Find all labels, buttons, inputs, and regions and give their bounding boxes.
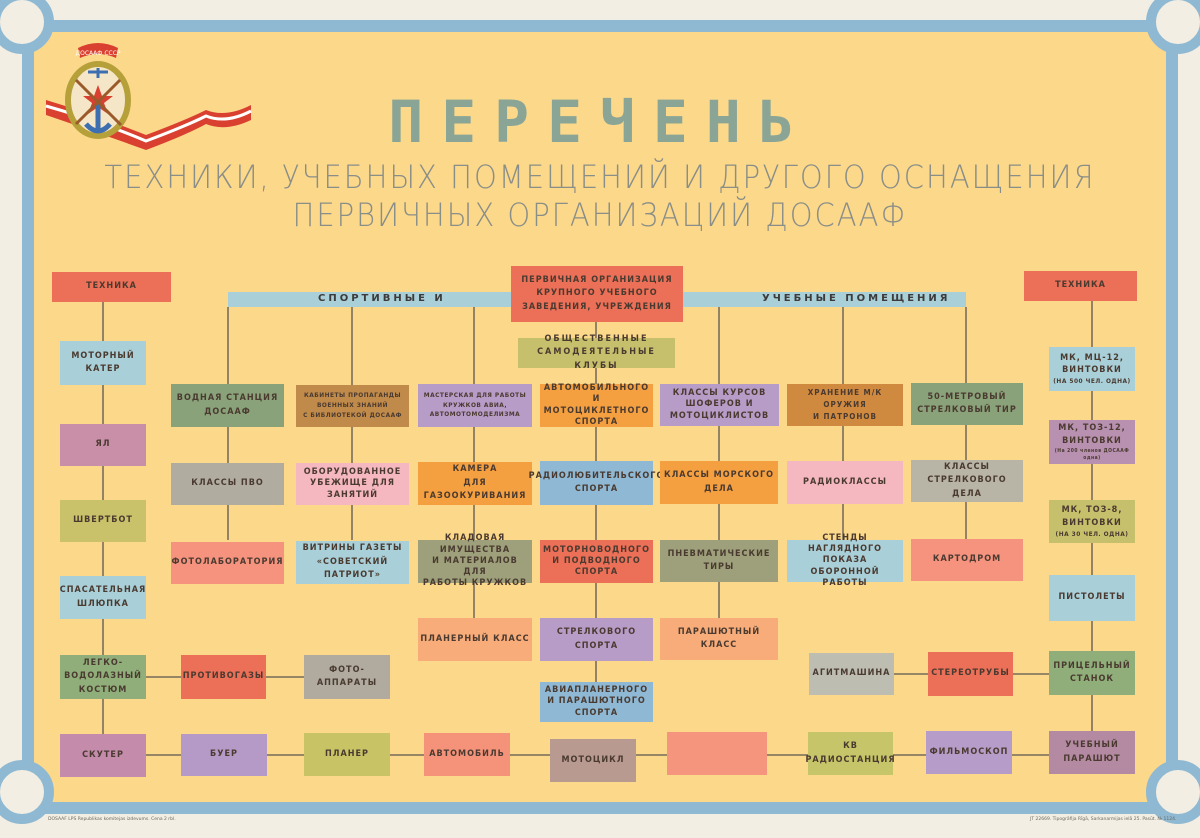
tech-item: СКУТЕР [60,734,146,777]
footer-publisher: DOSAAF LPS Republikas komitejas izdevums… [48,817,176,822]
facility-node: КЛАССЫ КУРСОВ ШОФЕРОВ И МОТОЦИКЛИСТОВ [660,384,779,426]
equipment-node: ФИЛЬМОСКОП [926,731,1012,774]
equipment-node: АВТОМОБИЛЬ [424,733,510,776]
tech-item: ПИСТОЛЕТЫ [1049,575,1135,621]
footer-printer: JT 22669. Tipogrāfija Rīgā, Sarkanarmija… [1030,817,1177,822]
facility-node: КАРТОДРОМ [911,539,1023,581]
facility-node: ВИТРИНЫ ГАЗЕТЫ «СОВЕТСКИЙ ПАТРИОТ» [296,541,409,584]
facility-node: КЛАССЫ МОРСКОГО ДЕЛА [660,461,778,504]
facility-node: 50-МЕТРОВЫЙ СТРЕЛКОВЫЙ ТИР [911,383,1023,425]
tech-item-label: МК, ТОЗ-12, ВИНТОВКИ [1058,423,1126,446]
tech-item: СПАСАТЕЛЬНАЯ ШЛЮПКА [60,576,146,619]
equipment-node: ПРОТИВОГАЗЫ [181,655,266,699]
facility-node: РАДИОКЛАССЫ [787,461,903,504]
tech-item: ПРИЦЕЛЬНЫЙ СТАНОК [1049,651,1135,695]
facility-node: ВОДНАЯ СТАНЦИЯ ДОСААФ [171,384,284,427]
tech-item: МК, МЦ-12, ВИНТОВКИ(НА 500 ЧЕЛ. ОДНА) [1049,347,1135,391]
category-bar-label-left: СПОРТИВНЫЕ И [318,293,446,304]
frame-corner [1146,0,1200,54]
tech-item-note: (НА 30 ЧЕЛ. ОДНА) [1055,529,1129,538]
frame-corner [1146,760,1200,824]
facility-node: РАДИОЛЮБИТЕЛЬСКОГО СПОРТА [529,461,663,505]
equipment-node-blank [667,732,767,775]
tech-item: МК, ТОЗ-12, ВИНТОВКИ(На 200 членов ДОСАА… [1049,420,1135,464]
facility-node: ПНЕВМАТИЧЕСКИЕ ТИРЫ [660,540,778,582]
equipment-node: АГИТМАШИНА [809,653,894,695]
tech-item-label: МК, МЦ-12, ВИНТОВКИ [1060,352,1124,376]
tech-item: ШВЕРТБОТ [60,500,146,542]
tech-item: МОТОРНЫЙ КАТЕР [60,341,146,385]
poster-subtitle-line1: ТЕХНИКИ, УЧЕБНЫХ ПОМЕЩЕНИЙ И ДРУГОГО ОСН… [104,158,1096,196]
frame-corner [0,760,54,824]
category-bar-label-right: УЧЕБНЫЕ ПОМЕЩЕНИЯ [762,293,951,304]
tech-item: ЯЛ [60,424,146,466]
tech-item-note: (НА 500 ЧЕЛ. ОДНА) [1053,377,1131,386]
equipment-node: КВ РАДИОСТАНЦИЯ [805,732,895,775]
facility-node: МАСТЕРСКАЯ ДЛЯ РАБОТЫ КРУЖКОВ АВИА, АВТО… [418,384,532,427]
facility-node: КЛАССЫ ПВО [171,463,284,505]
facility-node: АВИАПЛАНЕРНОГО И ПАРАШЮТНОГО СПОРТА [540,682,653,722]
facility-node: КЛАССЫ СТРЕЛКОВОГО ДЕЛА [911,460,1023,502]
facility-node: ФОТОЛАБОРАТОРИЯ [171,542,284,584]
facility-node: МОТОРНОВОДНОГО И ПОДВОДНОГО СПОРТА [540,540,653,583]
equipment-node: БУЕР [181,734,267,776]
facility-node: ХРАНЕНИЕ М/К ОРУЖИЯ И ПАТРОНОВ [787,384,903,426]
facility-node: КАМЕРА ДЛЯ ГАЗООКУРИВАНИЯ [418,462,532,505]
facility-node: КЛАДОВАЯ ИМУЩЕСТВА И МАТЕРИАЛОВ ДЛЯ РАБО… [418,533,532,588]
right-technics-header: ТЕХНИКА [1024,271,1137,301]
facility-node: СТРЕЛКОВОГО СПОРТА [540,618,653,661]
tech-item: УЧЕБНЫЙ ПАРАШЮТ [1049,731,1135,774]
facility-node: АВТОМОБИЛЬНОГО И МОТОЦИКЛЕТНОГО СПОРТА [540,383,653,427]
facility-node: ПЛАНЕРНЫЙ КЛАСС [418,618,532,661]
equipment-node: МОТОЦИКЛ [550,739,636,782]
equipment-node: СТЕРЕОТРУБЫ [928,652,1013,696]
tech-item: ЛЕГКО- ВОДОЛАЗНЫЙ КОСТЮМ [60,655,146,699]
dosaaf-emblem-logo: ДОСААФ СССР [36,40,256,174]
tech-item-label: МК, ТОЗ-8, ВИНТОВКИ [1061,505,1123,528]
facility-node: СТЕНДЫ НАГЛЯДНОГО ПОКАЗА ОБОРОННОЙ РАБОТ… [787,533,903,588]
facility-node: ПАРАШЮТНЫЙ КЛАСС [660,618,778,660]
facility-node: КАБИНЕТЫ ПРОПАГАНДЫ ВОЕННЫХ ЗНАНИЙ С БИБ… [296,385,409,427]
poster-title: ПЕРЕЧЕНЬ [388,88,812,156]
svg-text:ДОСААФ СССР: ДОСААФ СССР [75,50,120,57]
primary-organization-node: ПЕРВИЧНАЯ ОРГАНИЗАЦИЯ КРУПНОГО УЧЕБНОГО … [511,266,683,322]
equipment-node: ПЛАНЕР [304,733,390,776]
poster-subtitle-line2: ПЕРВИЧНЫХ ОРГАНИЗАЦИЙ ДОСААФ [292,196,908,234]
tech-item: МК, ТОЗ-8, ВИНТОВКИ(НА 30 ЧЕЛ. ОДНА) [1049,500,1135,543]
facility-node: ОБОРУДОВАННОЕ УБЕЖИЩЕ ДЛЯ ЗАНЯТИЙ [296,463,409,505]
left-technics-header: ТЕХНИКА [52,272,171,302]
tech-item-note: (На 200 членов ДОСААФ одна) [1054,447,1130,461]
public-clubs-node: ОБЩЕСТВЕННЫЕ САМОДЕЯТЕЛЬНЫЕ КЛУБЫ [518,334,675,371]
equipment-node: ФОТО- АППАРАТЫ [304,655,390,699]
